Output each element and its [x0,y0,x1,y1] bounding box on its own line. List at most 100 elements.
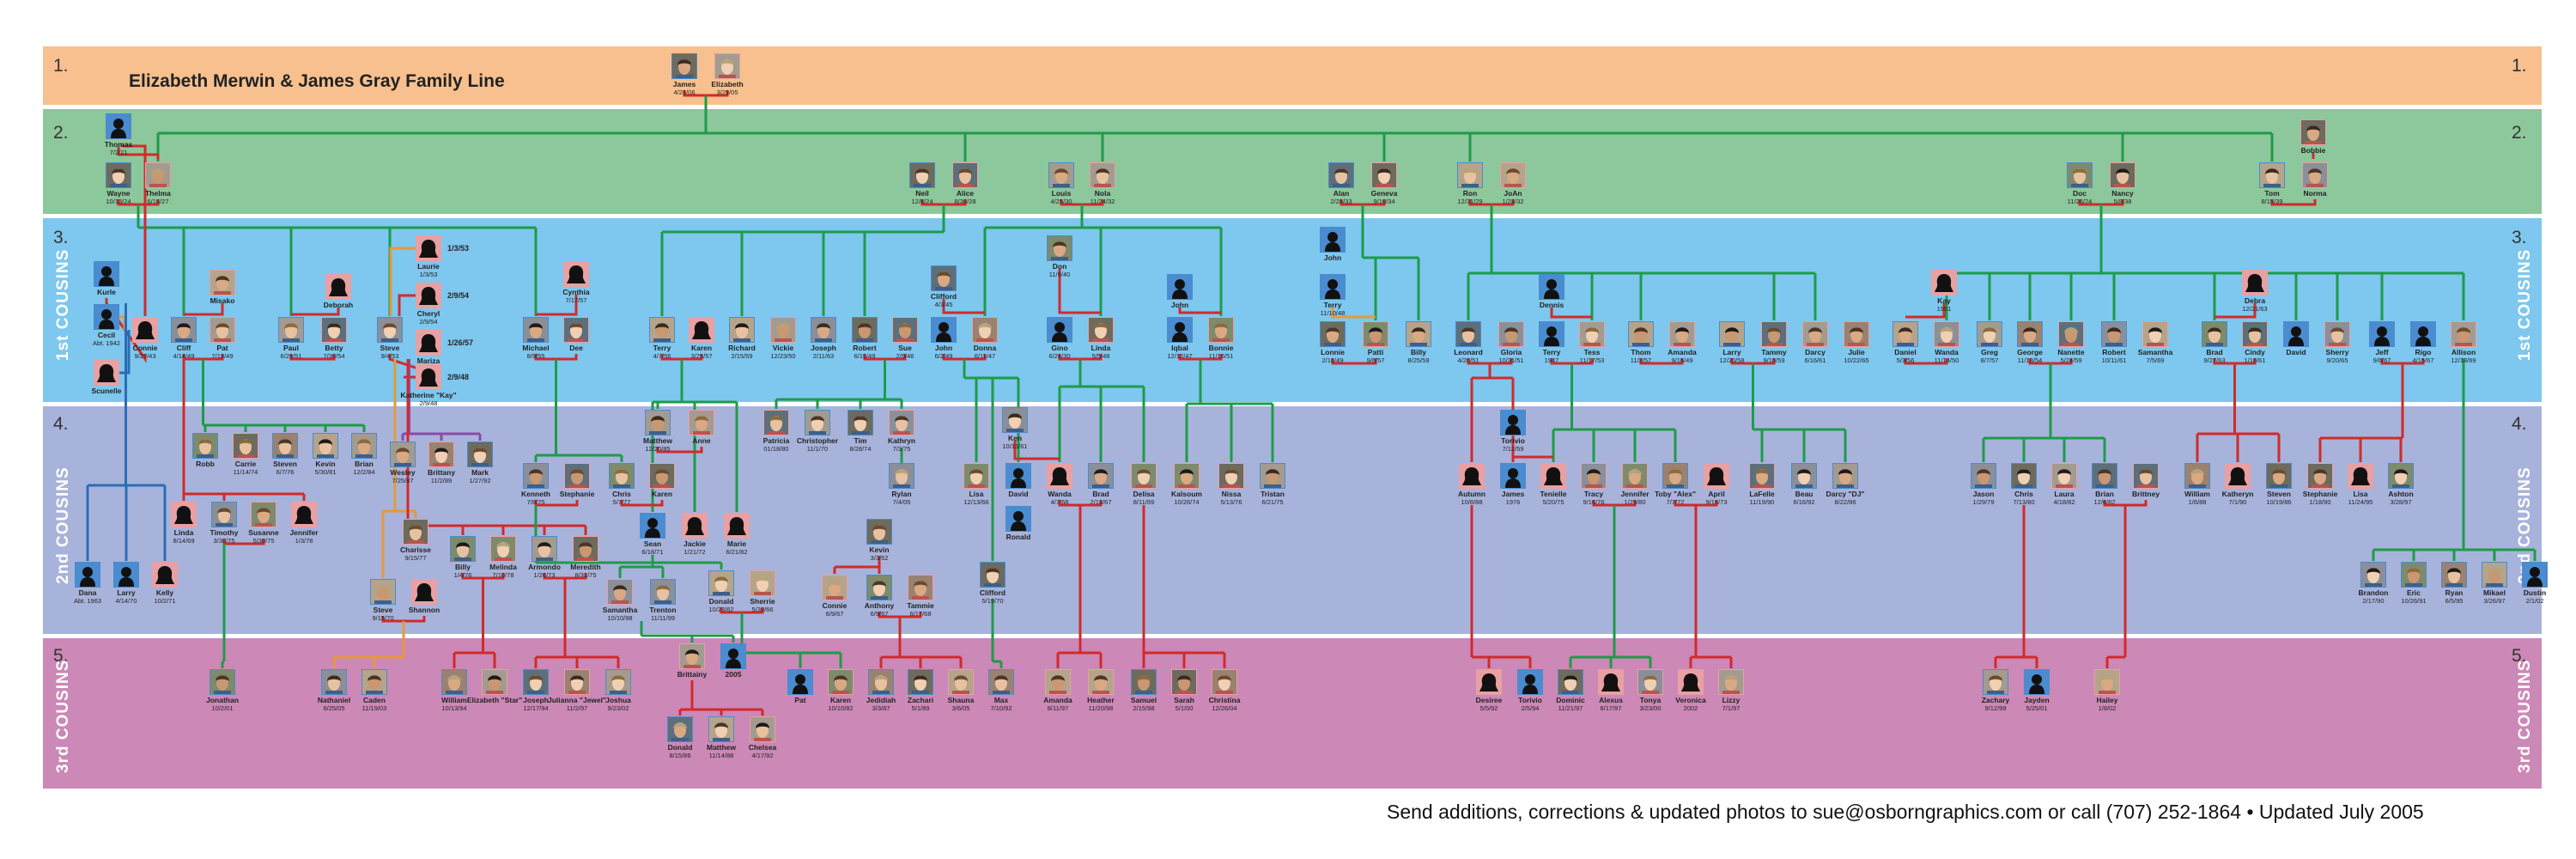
male-silhouette-icon [1327,279,1338,289]
person-name: Tonya [1640,696,1662,704]
person-name: Sherrie [750,597,775,606]
female-silhouette-icon [415,583,434,601]
male-silhouette-icon [1508,415,1518,425]
person-date: 11/17/53 [1580,356,1605,364]
person-date: 6/7/76 [276,468,295,476]
person-date: 4/20/51 [1457,356,1479,364]
person-name: Billy [455,563,471,571]
person-name: Cynthia [562,288,589,296]
person-name: Jennifer [289,528,319,537]
person-date: 2/16/49 [1321,356,1343,364]
person-name: Rylan [891,490,911,498]
person-date: 1951 [1937,305,1952,313]
person-name: James [1502,490,1525,498]
person-name: Christina [1209,696,1241,704]
person-date: 12/21/63 [2242,305,2267,313]
person-date: 12/8/24 [911,198,933,205]
person-name: Richard [728,344,756,352]
person-date: 10/31/51 [1498,356,1523,364]
person-name: Patricia [763,436,790,445]
female-silhouette-icon [155,566,174,584]
person-name: Anne [692,436,711,445]
connector-line [1331,358,1377,365]
person-name: Joseph [811,344,836,352]
person-name: Steve [380,344,400,352]
person-date: 5/20/75 [1542,498,1564,506]
person-name: Armondo [528,563,561,571]
male-silhouette-icon [101,266,112,277]
connector-line [534,500,579,507]
person-name: Vickie [773,344,794,352]
person-name: Jeff [2375,348,2388,356]
person-date: 4/15/67 [2412,356,2433,364]
connector-line [536,295,578,316]
person-name: Tracy [1584,490,1603,498]
person-name: Gino [1051,344,1067,352]
person-date: 1/18/90 [2309,498,2330,506]
person-name: Marie [727,539,746,548]
person-name: Clifford [931,292,957,301]
person-name: Bonnie [1209,344,1234,352]
person-date: 7/1/97 [1722,704,1741,712]
person-date: 9/15/70 [372,614,393,622]
female-silhouette-icon [685,517,704,535]
person-date: 8/22/86 [1834,498,1856,506]
person-date: 9/4/53 [381,352,399,360]
person-date: 1/3/53 [420,271,438,278]
person-name: Stephanie [2303,490,2338,498]
person-date: 11/2/89 [431,477,452,484]
person-name: Heather [1087,696,1115,704]
person-date: 3/3/87 [872,704,890,712]
female-silhouette-icon [1681,673,1700,691]
male-silhouette-icon [647,518,658,528]
person-date: 7/12/59 [1502,445,1523,453]
connector-line [1904,358,1948,365]
person-date: 3/30/75 [213,537,234,545]
female-silhouette-icon [419,240,438,258]
person-card: Kurle [94,261,119,296]
person-date: 5/13/76 [1220,498,1242,506]
person-name: George [2017,348,2043,356]
male-silhouette-icon [1525,674,1535,685]
person-name: Hailey [2096,696,2117,704]
female-silhouette-icon [1050,467,1069,485]
person-name: Matthew [707,743,736,752]
person-name: Jennifer [1620,490,1649,498]
connector-line [2270,199,2317,206]
person-date: 6/21/82 [726,548,747,556]
person-name: Alice [957,189,975,198]
person-name: John [935,344,952,352]
person-date: 11/14/88 [709,752,734,759]
